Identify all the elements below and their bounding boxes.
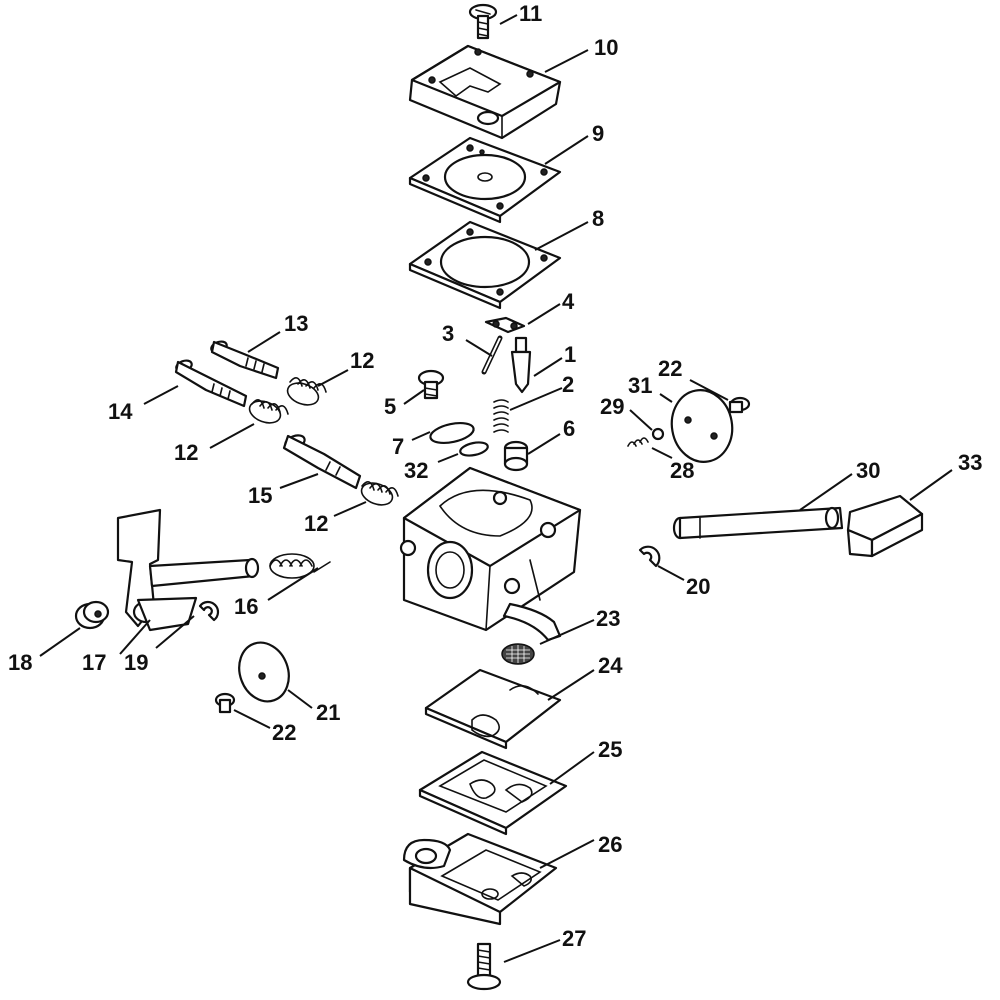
callout-10: 10 (594, 35, 618, 60)
callout-12-lower: 12 (304, 511, 328, 536)
part-15-idle-screw (282, 434, 362, 490)
callout-2: 2 (562, 372, 574, 397)
part-14-adjust-screw (174, 359, 248, 408)
part-1-inlet-needle (510, 336, 532, 394)
callout-30: 30 (856, 458, 880, 483)
part-18-nut (74, 600, 110, 630)
part-2-spring (493, 399, 509, 433)
callout-labels: 11 10 9 8 4 13 3 1 12 14 5 2 22 31 29 12… (8, 1, 982, 951)
callout-12-middle: 12 (174, 440, 198, 465)
callout-15: 15 (248, 483, 272, 508)
part-26-pump-cover (402, 832, 558, 926)
part-11-screw (468, 3, 498, 40)
callout-33: 33 (958, 450, 982, 475)
callout-26: 26 (598, 832, 622, 857)
callout-9: 9 (592, 121, 604, 146)
part-9-diaphragm (408, 136, 562, 224)
part-17-throttle-lever (116, 508, 260, 632)
carburetor-body (399, 466, 582, 642)
callout-20: 20 (686, 574, 710, 599)
callout-11: 11 (519, 1, 542, 26)
part-12-spring-a (286, 377, 327, 406)
part-31-choke-plate (670, 389, 734, 463)
callout-6: 6 (563, 416, 575, 441)
callout-31: 31 (628, 373, 652, 398)
callout-8: 8 (592, 206, 604, 231)
part-12-spring-c (360, 481, 399, 506)
part-23-fuel-screen (501, 643, 535, 665)
part-4-clip (484, 316, 526, 334)
callout-18: 18 (8, 650, 32, 675)
callout-7: 7 (392, 434, 404, 459)
part-7-plug (429, 421, 475, 445)
part-22-screw-upper (728, 396, 751, 414)
part-21-throttle-plate (238, 641, 290, 703)
callout-28: 28 (670, 458, 694, 483)
callout-22-upper: 22 (658, 356, 682, 381)
callout-3: 3 (442, 321, 454, 346)
callout-5: 5 (384, 394, 396, 419)
part-25-pump-gasket (418, 750, 568, 836)
part-22-screw-lower (214, 692, 236, 714)
callout-27: 27 (562, 926, 586, 951)
callout-22-lower: 22 (272, 720, 296, 745)
callout-12-upper: 12 (350, 348, 374, 373)
callout-19: 19 (124, 650, 148, 675)
part-13-adjust-screw (210, 340, 280, 380)
callout-17: 17 (82, 650, 106, 675)
part-19-e-clip (198, 600, 220, 622)
callout-32: 32 (404, 458, 428, 483)
part-30-choke-shaft (672, 506, 844, 540)
callout-25: 25 (598, 737, 622, 762)
callout-13: 13 (284, 311, 308, 336)
part-5-screw (417, 369, 445, 400)
part-12-spring-b (248, 399, 289, 424)
callout-29: 29 (600, 394, 624, 419)
part-27-screw (466, 942, 502, 991)
callout-21: 21 (316, 700, 340, 725)
callout-1: 1 (564, 342, 576, 367)
part-20-e-clip (638, 545, 661, 568)
part-32-seal (459, 441, 489, 457)
part-24-gasket (424, 668, 562, 750)
part-33-choke-knob (846, 494, 924, 558)
part-8-gasket (408, 220, 562, 310)
leader-lines (39, 14, 953, 963)
callout-14: 14 (108, 399, 133, 424)
callout-24: 24 (598, 653, 623, 678)
callout-23: 23 (596, 606, 620, 631)
callout-4: 4 (562, 289, 575, 314)
callout-16: 16 (234, 594, 258, 619)
part-28-spring (627, 437, 649, 447)
part-6-cap (503, 440, 529, 472)
part-16-return-spring (269, 553, 331, 579)
part-29-ball (651, 427, 665, 441)
part-10-cover (408, 44, 562, 140)
